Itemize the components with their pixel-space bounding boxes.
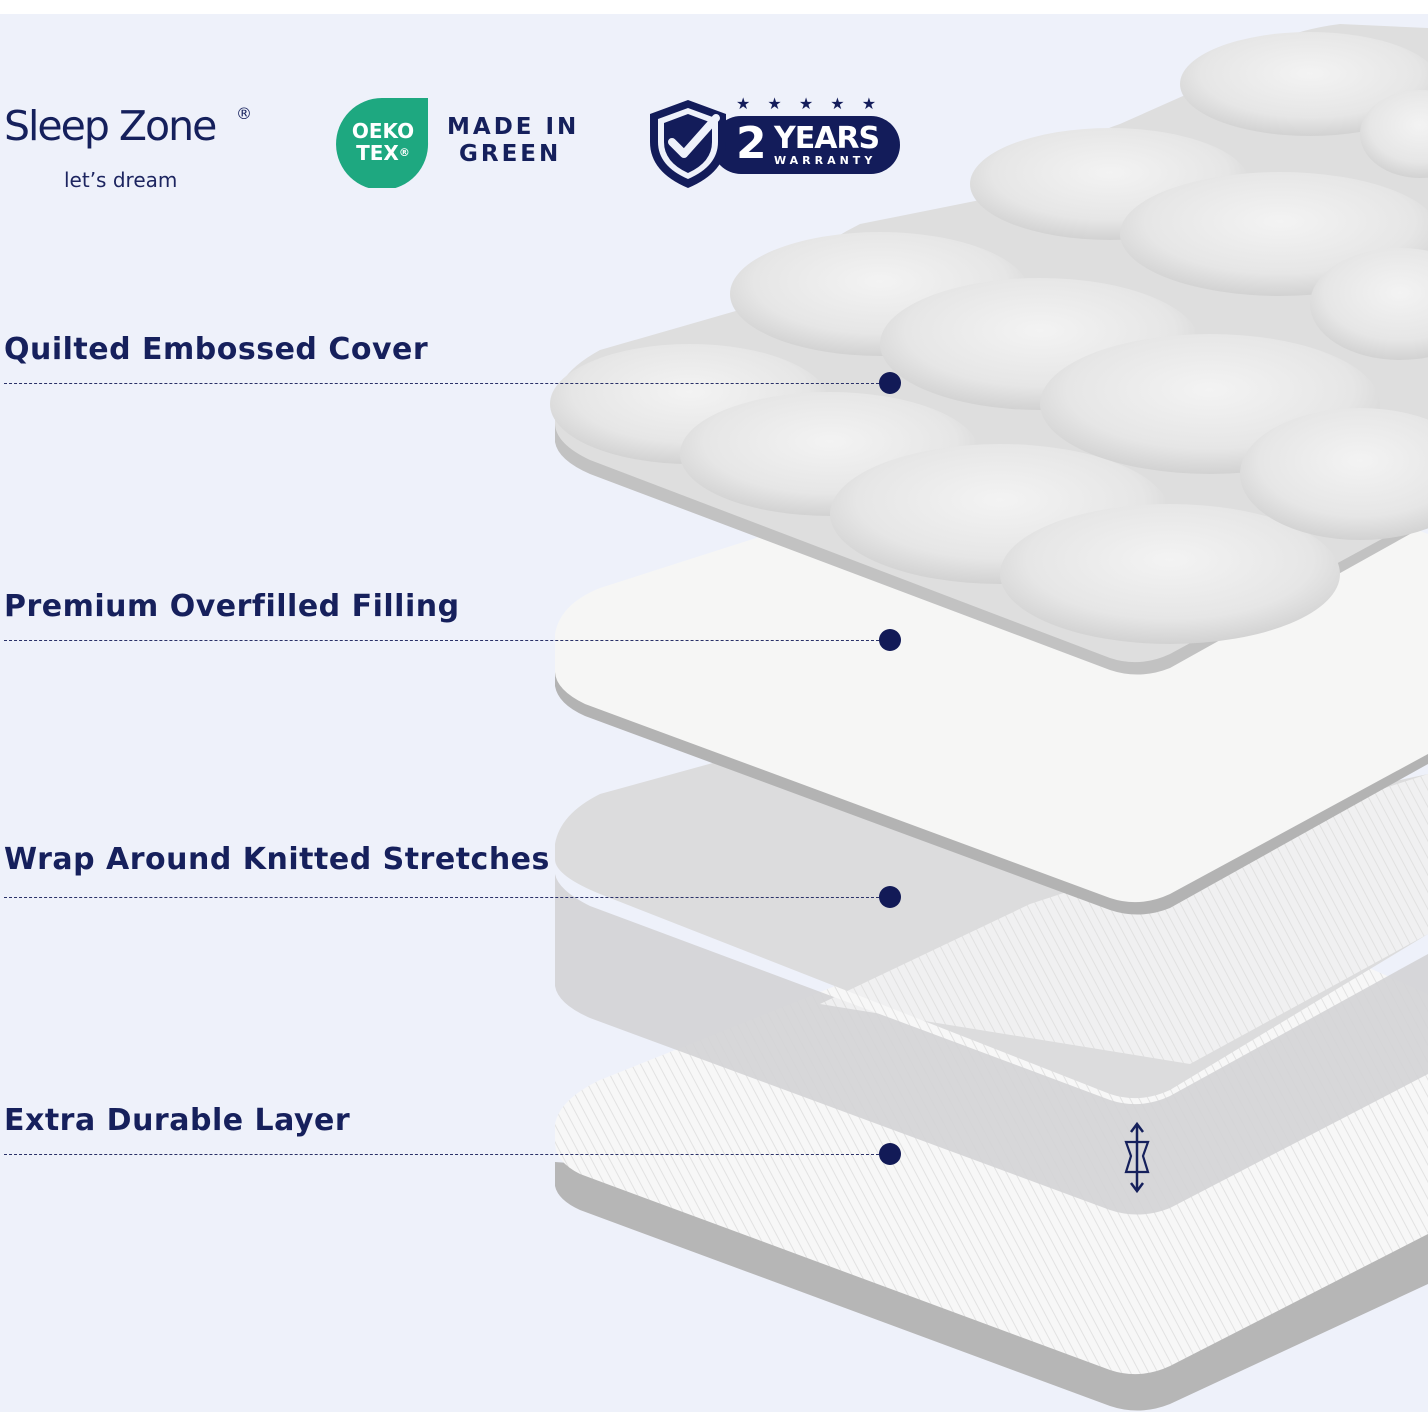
layer-label-filling: Premium Overfilled Filling [4, 589, 460, 624]
leader-line-durable [4, 1154, 884, 1155]
layer-dot-stretches [879, 886, 901, 908]
height-stretch-icon [1124, 1121, 1150, 1194]
product-infographic: Sleep Zone ® let’s dream OEKO TEX® MADE … [0, 14, 1428, 1412]
warranty-stars: ★ ★ ★ ★ ★ [736, 94, 883, 113]
layer-dot-filling [879, 629, 901, 651]
layer-dot-durable [879, 1143, 901, 1165]
brand-tagline: let’s dream [64, 168, 178, 192]
quilted-cover-layer [550, 24, 1428, 675]
made-in-line1: MADE IN [447, 114, 580, 140]
warranty-number: 2 [736, 118, 767, 169]
leader-line-filling [4, 640, 884, 641]
brand-name: Sleep Zone [4, 102, 217, 150]
leader-line-cover [4, 383, 884, 384]
brand-logo: Sleep Zone ® let’s dream [4, 102, 252, 192]
leader-line-stretches [4, 897, 884, 898]
oeko-line1: OEKO [351, 119, 415, 143]
layer-label-stretches: Wrap Around Knitted Stretches [4, 842, 550, 877]
warranty-badge [650, 100, 900, 188]
warranty-subtitle: WARRANTY [774, 154, 877, 167]
oeko-tex-badge: OEKO TEX® [336, 96, 430, 190]
oeko-leaf-icon [336, 98, 429, 190]
oeko-line2: TEX [356, 141, 399, 165]
layer-dot-cover [879, 372, 901, 394]
made-in-line2: GREEN [459, 141, 562, 167]
layer-label-cover: Quilted Embossed Cover [4, 332, 429, 367]
mattress-layers-illustration [550, 24, 1428, 1411]
oeko-reg: ® [398, 146, 410, 159]
layer-label-durable: Extra Durable Layer [4, 1103, 351, 1138]
made-in-green-label: MADE IN GREEN [447, 114, 579, 168]
warranty-years: YEARS [774, 121, 880, 156]
brand-registered-mark: ® [236, 104, 252, 123]
